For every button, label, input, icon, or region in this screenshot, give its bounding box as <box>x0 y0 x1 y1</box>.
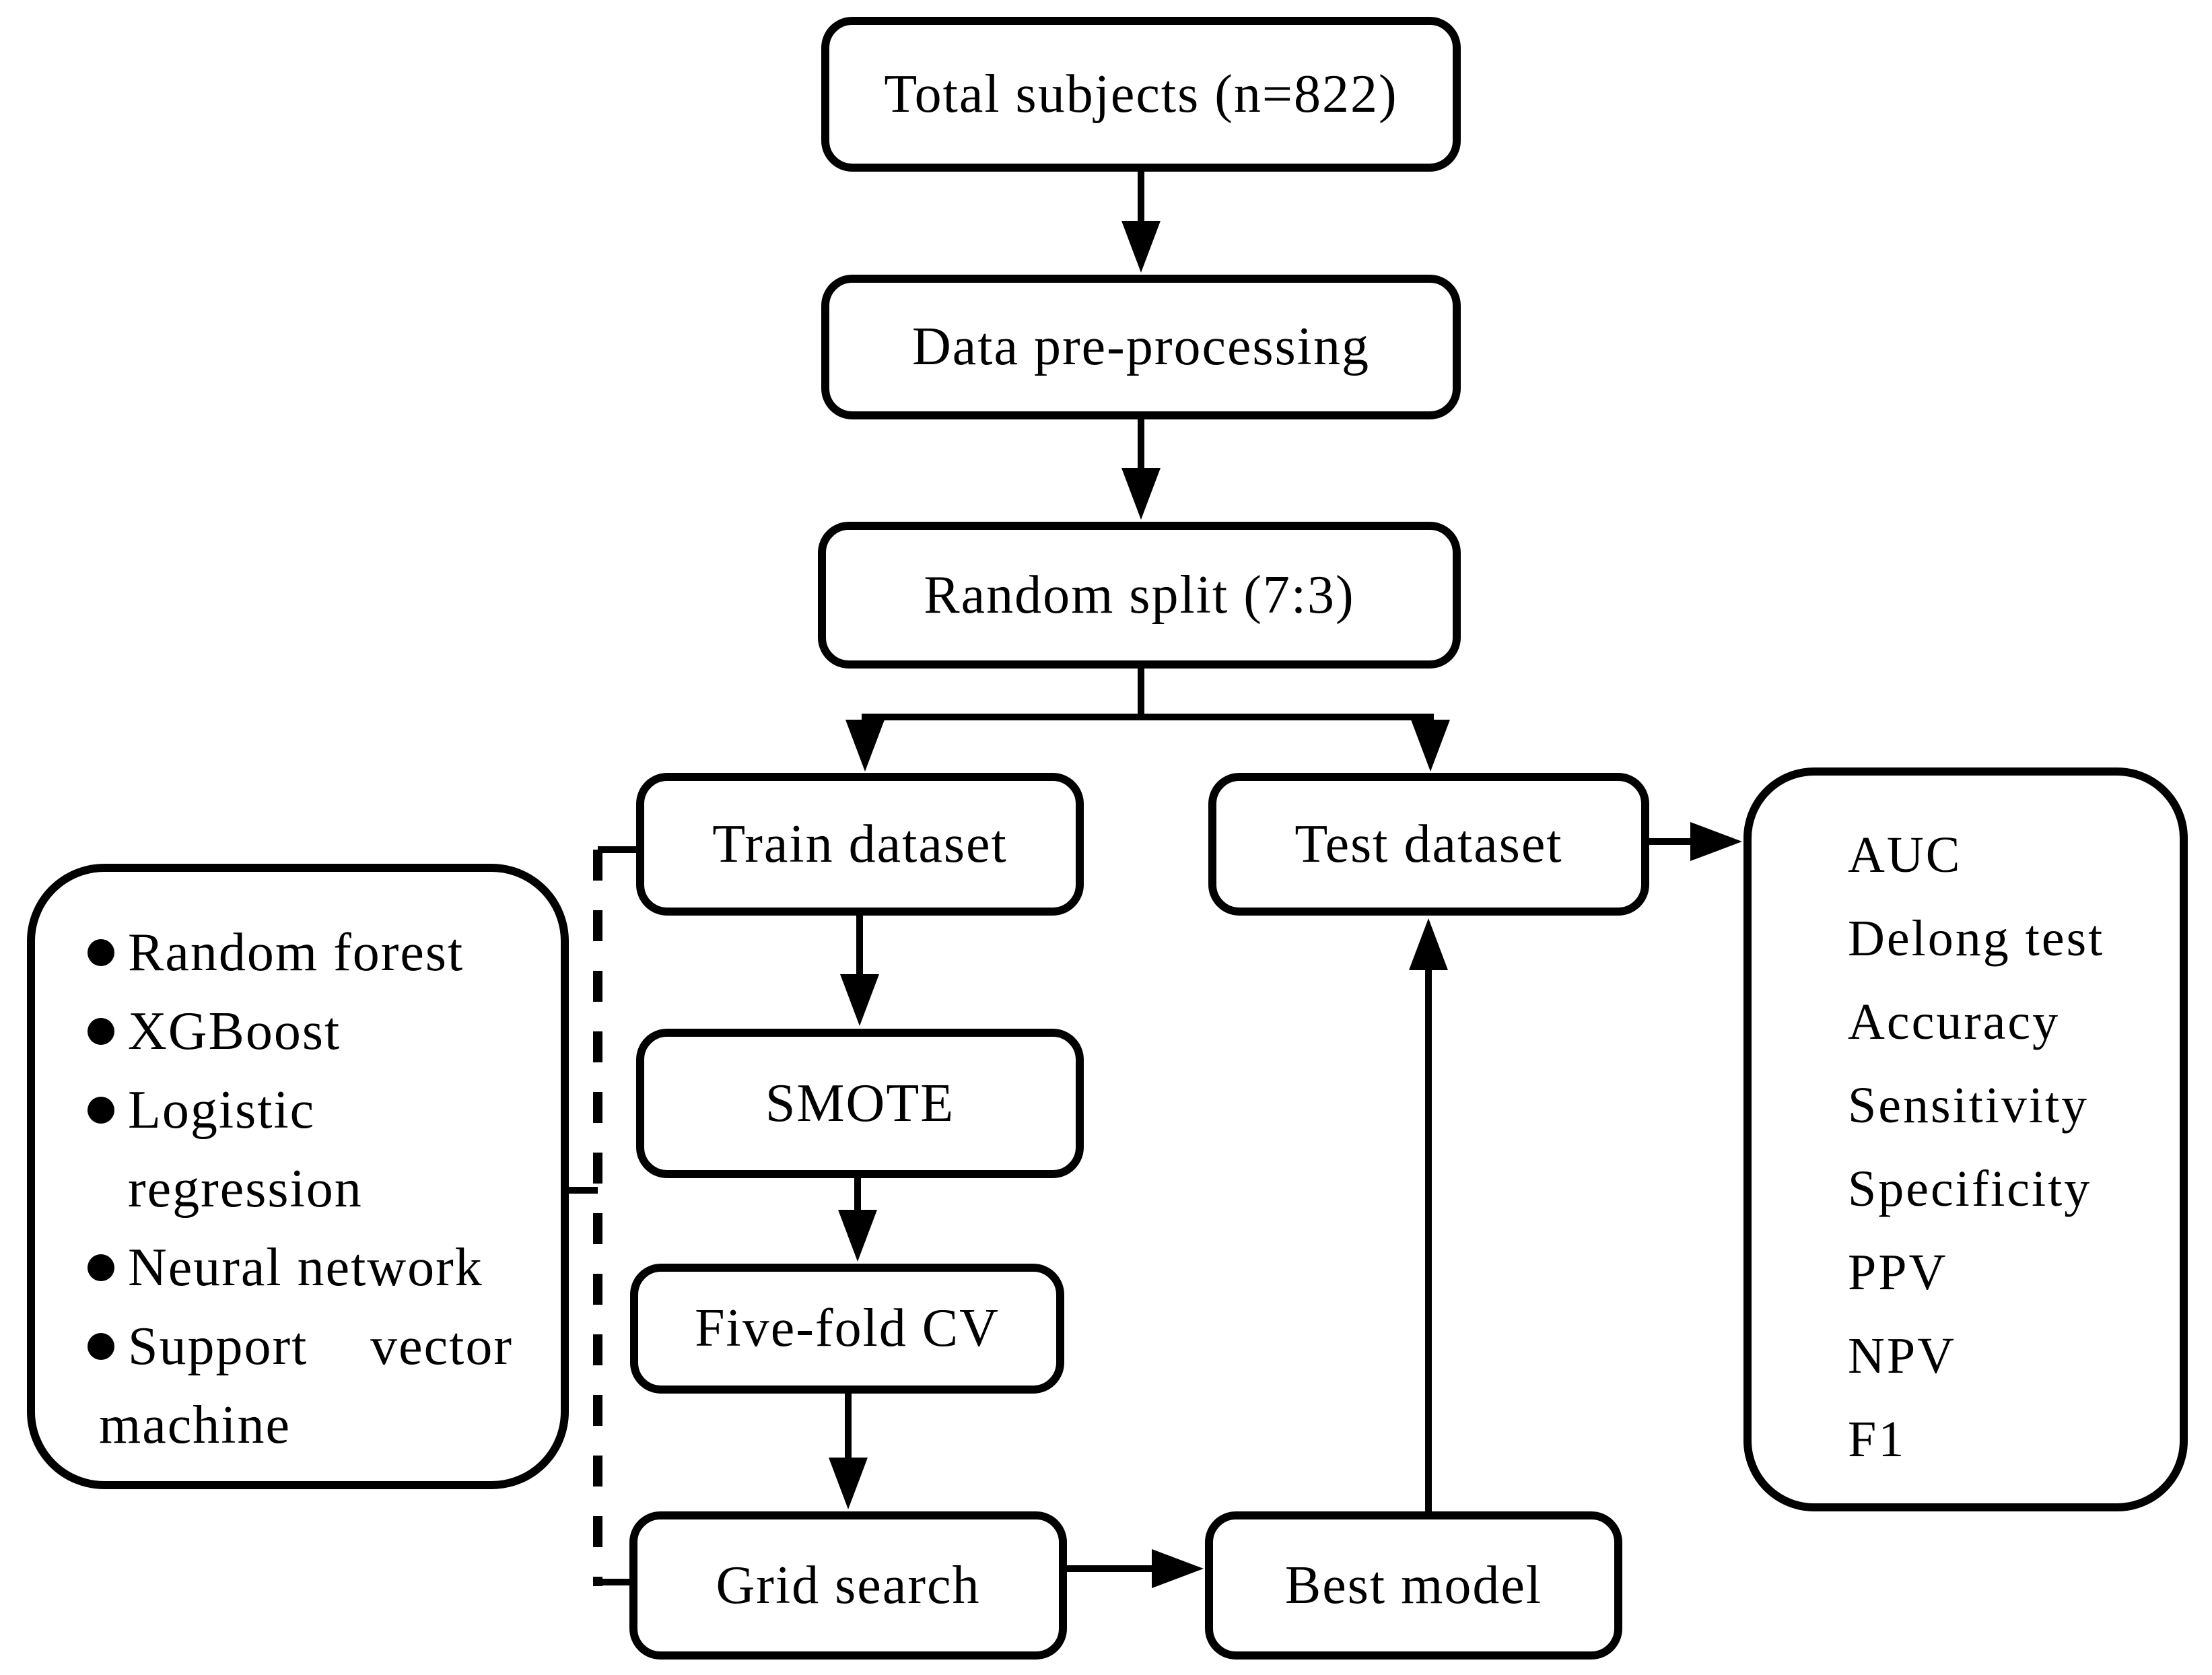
bullet-icon <box>88 1097 114 1124</box>
node-total-subjects: Total subjects (n=822) <box>821 17 1461 172</box>
metric-item: NPV <box>1848 1328 1957 1384</box>
list-item-wrap: machine <box>35 1386 561 1465</box>
node-five-fold-cv: Five-fold CV <box>630 1264 1064 1394</box>
list-item: Logistic <box>35 1071 561 1150</box>
metric-item: F1 <box>1848 1411 1906 1468</box>
metric-item: Specificity <box>1848 1161 2092 1217</box>
node-random-split: Random split (7:3) <box>818 522 1461 669</box>
metric-item: AUC <box>1848 827 1962 883</box>
node-train-dataset: Train dataset <box>636 773 1084 916</box>
list-item-wrap: regression <box>35 1150 561 1229</box>
node-best-model: Best model <box>1205 1511 1622 1660</box>
arrowhead-total-to-preprocessing <box>1121 221 1161 273</box>
bullet-icon <box>88 1254 114 1281</box>
bullet-icon <box>88 1333 114 1360</box>
list-item-word: vector <box>370 1317 513 1376</box>
arrowhead-split-to-test <box>1411 720 1450 772</box>
arrowhead-train-to-smote <box>840 974 879 1026</box>
arrowhead-smote-to-fivefold <box>838 1210 877 1262</box>
list-item: Neural network <box>35 1229 561 1307</box>
arrowhead-grid-to-best <box>1152 1549 1204 1588</box>
metric-item: Delong test <box>1848 910 2105 967</box>
list-item-label: Random forest <box>128 923 464 982</box>
models-list-box: Random forest XGBoost Logistic regressio… <box>27 864 569 1489</box>
arrowhead-split-to-train <box>845 720 885 772</box>
list-item-label: machine <box>99 1396 291 1455</box>
list-item: XGBoost <box>35 992 561 1071</box>
arrowhead-preprocessing-to-split <box>1121 468 1161 520</box>
node-test-dataset: Test dataset <box>1208 773 1649 916</box>
bullet-icon <box>88 1018 114 1045</box>
list-item: Random forest <box>35 914 561 992</box>
metric-item: Accuracy <box>1848 994 2061 1050</box>
node-grid-search: Grid search <box>629 1511 1067 1660</box>
list-item-label: Support vector <box>128 1307 513 1386</box>
list-item-label: regression <box>128 1159 363 1219</box>
list-item: Support vector <box>35 1307 561 1386</box>
list-item-label: Logistic <box>128 1081 316 1140</box>
metrics-box: AUC Delong test Accuracy Sensitivity Spe… <box>1743 767 2188 1511</box>
node-smote: SMOTE <box>636 1029 1084 1178</box>
arrowhead-best-to-test <box>1409 918 1448 970</box>
metric-item: Sensitivity <box>1848 1077 2089 1134</box>
list-item-label: XGBoost <box>128 1002 341 1061</box>
node-data-preprocessing: Data pre-processing <box>821 275 1461 419</box>
arrowhead-fivefold-to-grid <box>829 1458 868 1509</box>
branch-split-line <box>862 669 1434 728</box>
bullet-icon <box>88 939 114 966</box>
metric-item: PPV <box>1848 1244 1948 1301</box>
arrowhead-test-to-metrics <box>1690 822 1742 861</box>
list-item-word: Support <box>128 1317 308 1376</box>
list-item-label: Neural network <box>128 1238 483 1297</box>
